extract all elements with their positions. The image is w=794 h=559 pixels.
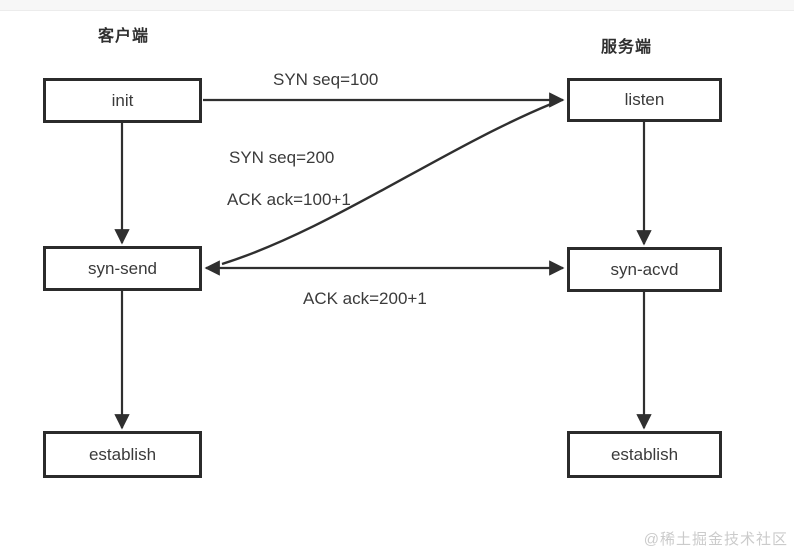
node-establish-server: establish [567, 431, 722, 478]
watermark: @稀土掘金技术社区 [643, 531, 788, 548]
edge-label-ack: ACK ack=200+1 [303, 289, 427, 308]
node-establish-client: establish [43, 431, 202, 478]
edge-label-syn: SYN seq=100 [273, 70, 379, 89]
window-top-strip [0, 0, 794, 11]
edge-label-synack-seq: SYN seq=200 [229, 148, 335, 167]
edge-label-synack-ack: ACK ack=100+1 [227, 190, 351, 209]
node-init: init [43, 78, 202, 123]
client-column-label: 客户端 [98, 28, 150, 45]
node-syn-send: syn-send [43, 246, 202, 291]
node-syn-acvd: syn-acvd [567, 247, 722, 292]
server-column-label: 服务端 [601, 39, 653, 56]
node-listen: listen [567, 78, 722, 122]
arrow-synack-curve [221, 102, 552, 266]
